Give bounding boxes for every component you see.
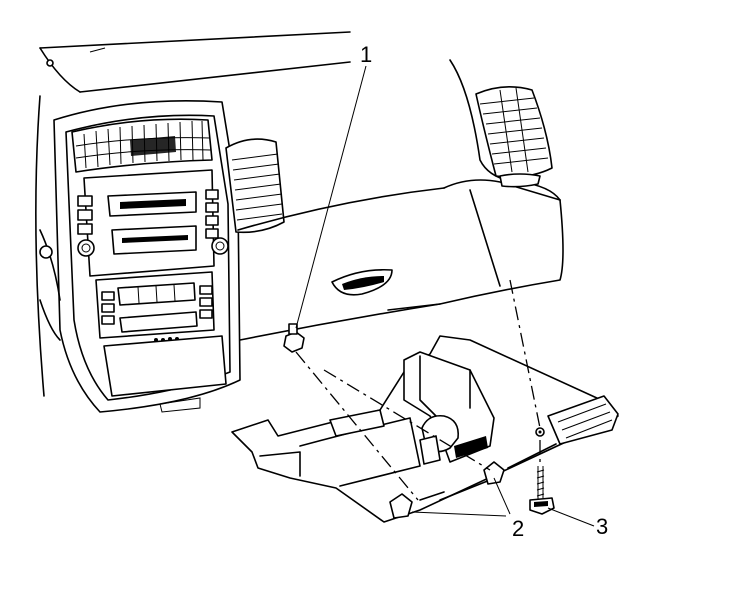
left-knee-panel [39,229,61,341]
radio-faceplate [83,169,215,277]
instrument-panel-top [35,31,351,397]
upper-right-vent [475,86,553,188]
knee-bolster-panel [231,335,619,523]
bolt-upper-icon [283,323,305,353]
clip-bracket [403,351,495,463]
radio-buttons-left [77,195,93,235]
climate-buttons-right [199,285,213,319]
retainer-left-icon [389,493,413,519]
climate-buttons-left [101,291,115,325]
screw-lower-icon [529,466,555,515]
leader-lines [295,65,595,527]
callout-3: 3 [596,514,608,539]
right-bracket [547,395,619,445]
lower-storage-bin [103,335,227,397]
defrost-sensor-icon [46,59,54,67]
center-stack [53,100,241,413]
retainer-right-icon [483,461,505,485]
callout-1: 1 [360,42,372,67]
passenger-dash [237,59,564,341]
callout-2: 2 [512,516,524,541]
volume-knob-icon [77,239,95,257]
radio-buttons-right [205,189,219,239]
side-air-vent [225,138,285,234]
tune-knob-icon [211,237,229,255]
alignment-lines [295,279,541,501]
